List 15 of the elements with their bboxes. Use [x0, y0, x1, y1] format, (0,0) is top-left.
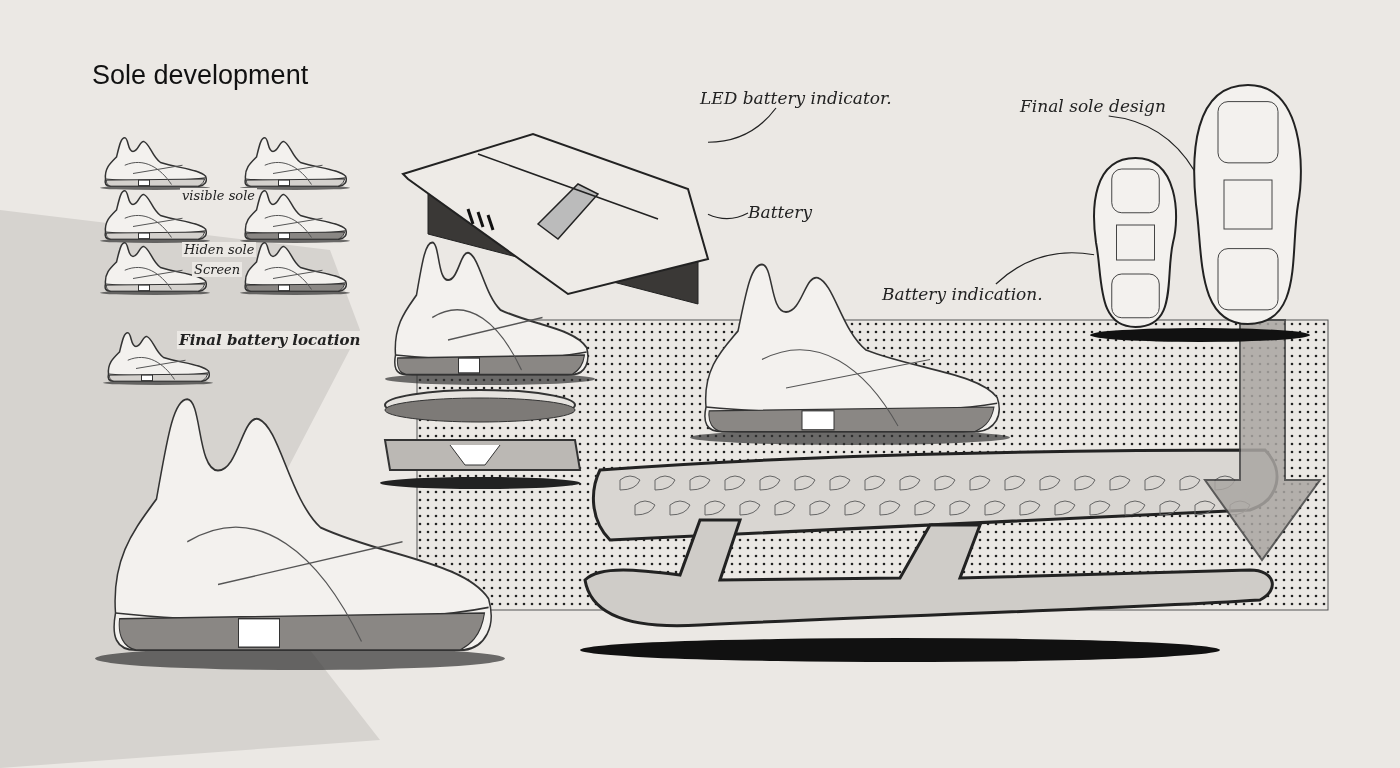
callout-text: Battery indication.	[882, 284, 1043, 304]
sketch-note: Screen	[192, 262, 243, 277]
sketch-note: Final battery location	[177, 331, 363, 349]
leader-line	[995, 252, 1095, 285]
sole-drawing	[1093, 157, 1178, 328]
battery-drawing	[401, 132, 710, 305]
sketch-note: visible sole	[180, 188, 257, 203]
leader-line	[707, 212, 749, 220]
page-title: Sole development	[92, 60, 309, 91]
callout-text: LED battery indicator.	[700, 88, 892, 108]
sole-drawing	[1193, 84, 1302, 325]
sketch-note: Hiden sole	[182, 242, 257, 257]
callout-text: Final sole design	[1020, 96, 1166, 116]
callout-text: Battery	[748, 202, 813, 222]
leader-line	[707, 107, 777, 143]
